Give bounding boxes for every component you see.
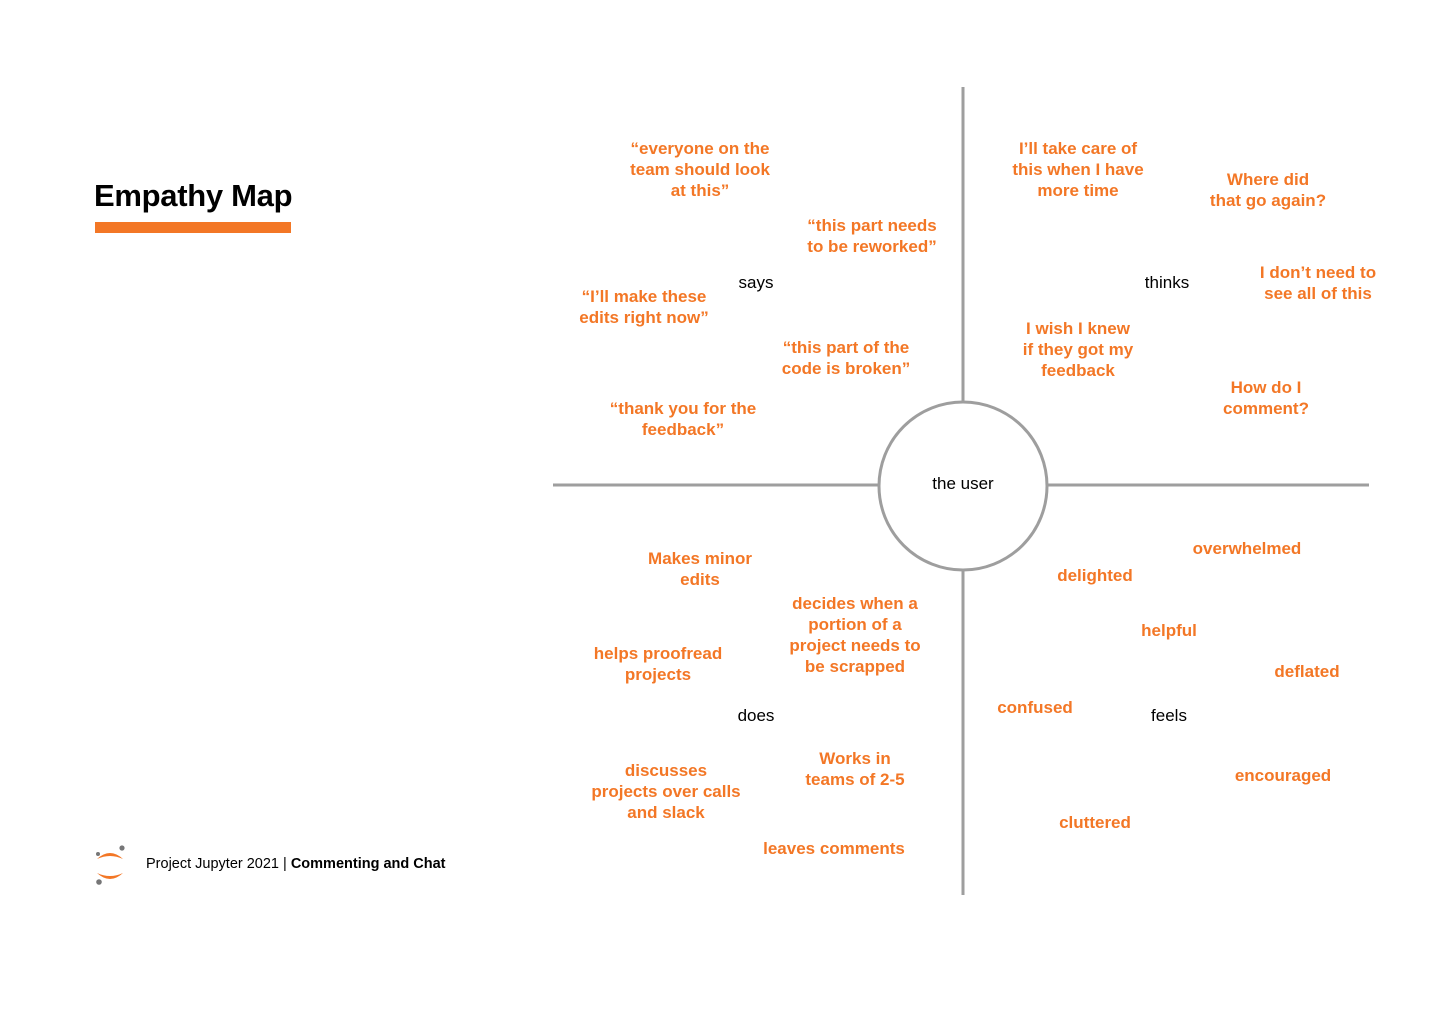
does-note: discusses projects over calls and slack — [591, 761, 741, 822]
jupyter-logo-icon — [96, 845, 125, 885]
footer-prefix: Project Jupyter 2021 | — [146, 856, 291, 872]
title-underline — [95, 222, 291, 233]
feels-note: overwhelmed — [1192, 539, 1302, 558]
feels-note: confused — [997, 698, 1073, 717]
says-note: “everyone on the team should look at thi… — [630, 139, 770, 200]
quadrant-label-thinks: thinks — [1144, 273, 1190, 292]
does-note: leaves comments — [763, 839, 905, 858]
footer-project-name: Commenting and Chat — [290, 856, 446, 872]
thinks-note: I wish I knew if they got my feedback — [1022, 319, 1134, 380]
does-note: Works in teams of 2-5 — [805, 749, 905, 789]
says-note: “thank you for the feedback” — [609, 399, 757, 439]
feels-note: encouraged — [1234, 766, 1332, 785]
does-note: helps proofread projects — [593, 644, 723, 684]
says-note: “I’ll make these edits right now” — [579, 287, 709, 327]
thinks-note: How do I comment? — [1223, 378, 1309, 418]
quadrant-label-says: says — [738, 273, 774, 292]
says-note: “this part needs to be reworked” — [807, 216, 937, 256]
center-circle — [877, 400, 1049, 572]
says-note: “this part of the code is broken” — [781, 338, 911, 378]
thinks-note: I’ll take care of this when I have more … — [1012, 139, 1144, 200]
quadrant-label-feels: feels — [1151, 706, 1187, 725]
footer-caption: Project Jupyter 2021 | Commenting and Ch… — [146, 856, 446, 872]
does-note: Makes minor edits — [648, 549, 752, 589]
feels-note: helpful — [1141, 621, 1197, 640]
quadrant-label-does: does — [737, 706, 775, 725]
feels-note: delighted — [1057, 566, 1133, 585]
thinks-note: I don’t need to see all of this — [1259, 263, 1377, 303]
does-note: decides when a portion of a project need… — [789, 594, 921, 676]
thinks-note: Where did that go again? — [1209, 170, 1327, 210]
center-label: the user — [932, 474, 994, 493]
page-title: Empathy Map — [94, 178, 293, 213]
feels-note: cluttered — [1059, 813, 1131, 832]
feels-note: deflated — [1274, 662, 1340, 681]
